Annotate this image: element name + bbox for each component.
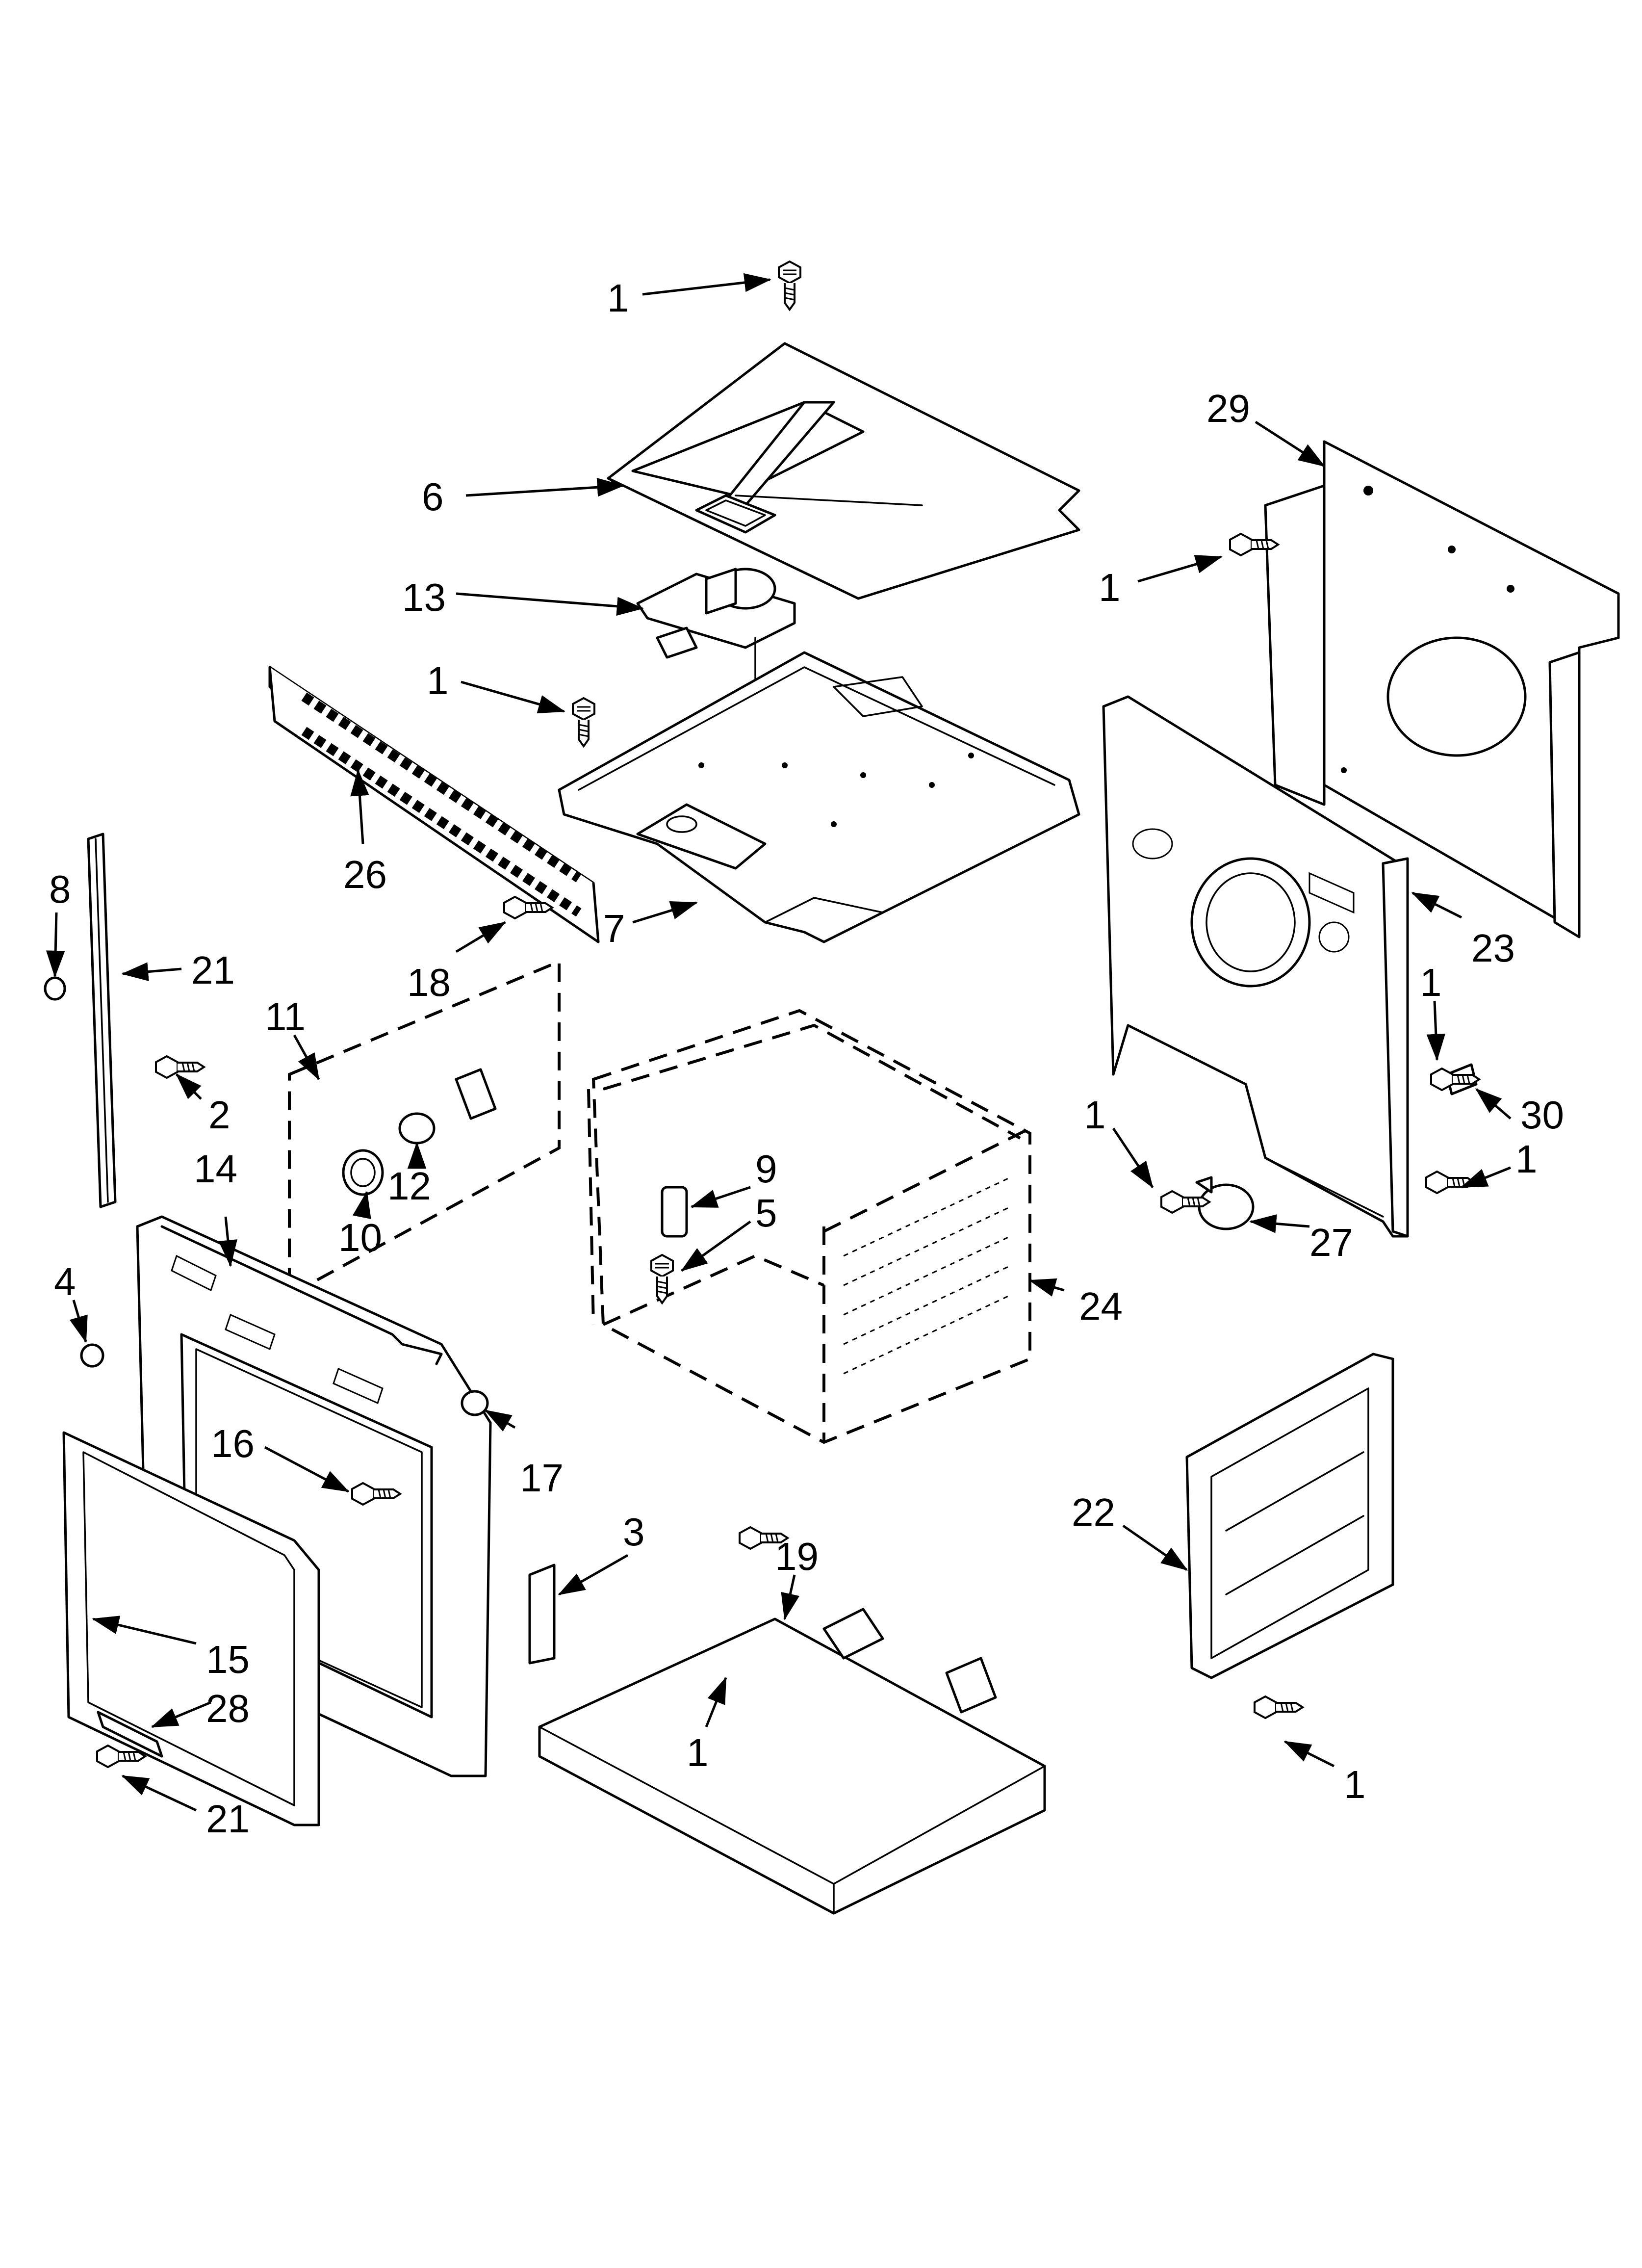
callout-23: 23 — [1471, 926, 1515, 970]
bumper-8 — [44, 976, 66, 1001]
thermal-fuse-part — [1195, 1176, 1255, 1230]
callout-6: 6 — [422, 475, 444, 519]
callout-17: 17 — [520, 1456, 564, 1500]
screw-2 — [155, 1055, 205, 1079]
hinge-plate-28 — [97, 1711, 163, 1758]
side-panel-part — [1185, 1353, 1394, 1679]
callout-21: 21 — [191, 948, 235, 992]
rear-inner-panel-part — [1102, 695, 1409, 1238]
screw-1-plate — [572, 697, 595, 747]
callout-1: 1 — [1420, 961, 1442, 1004]
screw-1-inner — [1425, 1171, 1475, 1194]
callout-1: 1 — [1344, 1763, 1366, 1806]
leader-lines — [46, 273, 1512, 1812]
callout-26: 26 — [343, 853, 387, 896]
screw-1-top — [778, 261, 801, 311]
callout-29: 29 — [1206, 387, 1250, 430]
callout-19: 19 — [775, 1535, 819, 1578]
knob-4 — [80, 1343, 104, 1368]
element-9 — [661, 1186, 688, 1238]
callout-7: 7 — [603, 907, 625, 950]
callout-11: 11 — [265, 995, 306, 1039]
callout-14: 14 — [194, 1147, 237, 1191]
screw-1-side — [1254, 1695, 1304, 1719]
callout-2: 2 — [208, 1093, 231, 1137]
callout-12: 12 — [387, 1164, 431, 1208]
rear-panel-part — [1264, 440, 1620, 938]
callout-16: 16 — [211, 1422, 255, 1465]
side-trim-rail-part — [87, 833, 117, 1208]
callout-24: 24 — [1079, 1284, 1123, 1328]
callout-13: 13 — [402, 575, 446, 619]
callout-1: 1 — [687, 1731, 709, 1774]
callout-27: 27 — [1309, 1221, 1353, 1264]
callout-10: 10 — [338, 1216, 382, 1259]
callout-22: 22 — [1072, 1490, 1115, 1534]
oven-cavity-part — [587, 1009, 1031, 1444]
callout-1: 1 — [607, 276, 629, 320]
callout-21: 21 — [206, 1797, 250, 1841]
callout-labels: 1 6 13 1 26 7 18 8 21 2 11 10 12 14 4 9 … — [49, 276, 1564, 1841]
callout-1: 1 — [1099, 566, 1121, 609]
callout-30: 30 — [1520, 1093, 1564, 1137]
callout-1: 1 — [1084, 1093, 1106, 1137]
callout-1: 1 — [1515, 1137, 1538, 1181]
callout-8: 8 — [49, 867, 71, 911]
callout-15: 15 — [206, 1638, 250, 1681]
mounting-bracket-part — [528, 1564, 556, 1665]
vent-grille-part — [268, 666, 600, 943]
nut-17 — [461, 1390, 489, 1416]
callout-9: 9 — [755, 1147, 777, 1191]
callout-4: 4 — [54, 1260, 76, 1303]
top-plate-part — [558, 651, 1080, 943]
callout-5: 5 — [755, 1191, 777, 1235]
light-assembly-part — [288, 959, 561, 1298]
callout-1: 1 — [427, 659, 449, 703]
callout-18: 18 — [407, 961, 451, 1004]
top-duct-part — [607, 342, 1080, 600]
callout-3: 3 — [623, 1510, 645, 1554]
callout-28: 28 — [206, 1687, 250, 1730]
bottom-panel-part — [538, 1608, 1046, 1915]
